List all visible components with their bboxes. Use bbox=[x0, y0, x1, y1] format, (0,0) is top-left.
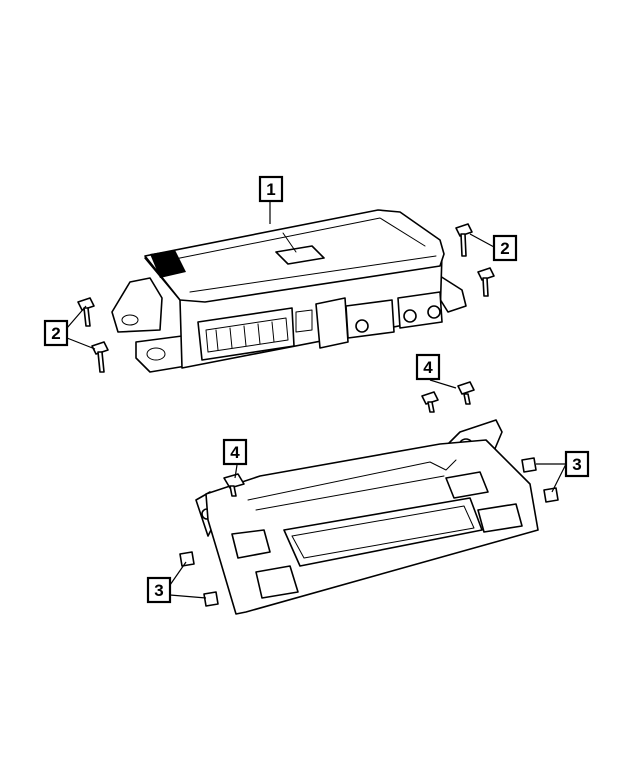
callout-4-upper: 4 bbox=[415, 353, 441, 381]
callout-4-lower: 4 bbox=[222, 438, 248, 466]
callout-2-left: 2 bbox=[43, 319, 69, 347]
svg-text:4: 4 bbox=[423, 358, 433, 377]
callout-2-right: 2 bbox=[492, 234, 518, 262]
callout-3-left: 3 bbox=[146, 576, 172, 604]
svg-text:2: 2 bbox=[500, 239, 509, 258]
svg-text:1: 1 bbox=[266, 180, 275, 199]
svg-text:4: 4 bbox=[230, 443, 240, 462]
callout-1: 1 bbox=[258, 175, 284, 203]
mounting-bracket bbox=[195, 419, 539, 615]
svg-text:2: 2 bbox=[51, 324, 60, 343]
callout-3-right: 3 bbox=[564, 450, 590, 478]
clip-nut bbox=[179, 457, 559, 607]
svg-text:3: 3 bbox=[572, 455, 581, 474]
svg-text:3: 3 bbox=[154, 581, 163, 600]
bracket-bolt bbox=[223, 381, 475, 497]
control-module bbox=[111, 209, 467, 373]
module-bolt bbox=[77, 223, 495, 373]
leader-lines bbox=[66, 201, 567, 599]
